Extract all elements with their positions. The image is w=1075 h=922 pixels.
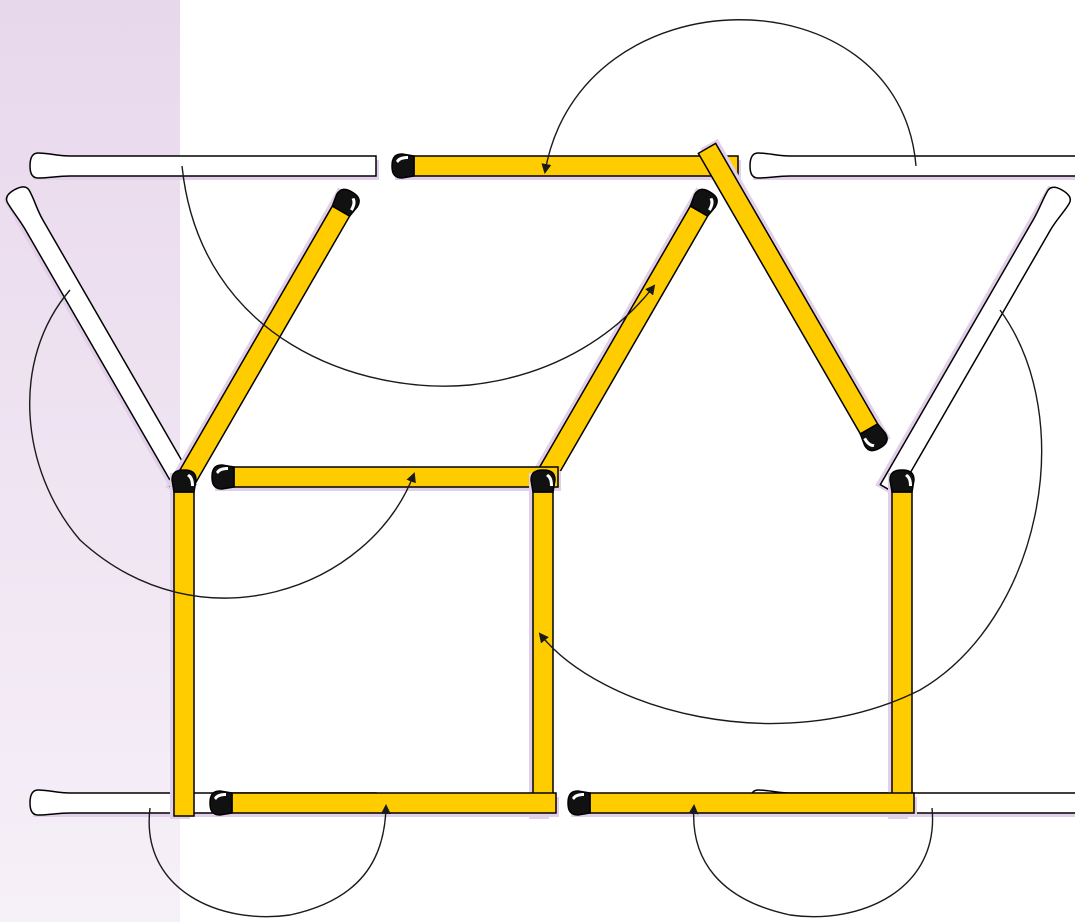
match-bottom-right-kept — [568, 791, 917, 817]
match-left-vertical — [170, 470, 196, 819]
match-top-right-removed — [750, 153, 1075, 180]
match-middle-vertical — [529, 470, 555, 819]
match-top-left-removed — [30, 153, 379, 180]
match-right-vertical — [888, 470, 914, 819]
match-bottom-left-kept — [210, 791, 559, 817]
match-middle-horizontal — [212, 465, 561, 491]
side-band — [0, 0, 180, 922]
match-top-middle — [392, 154, 741, 180]
